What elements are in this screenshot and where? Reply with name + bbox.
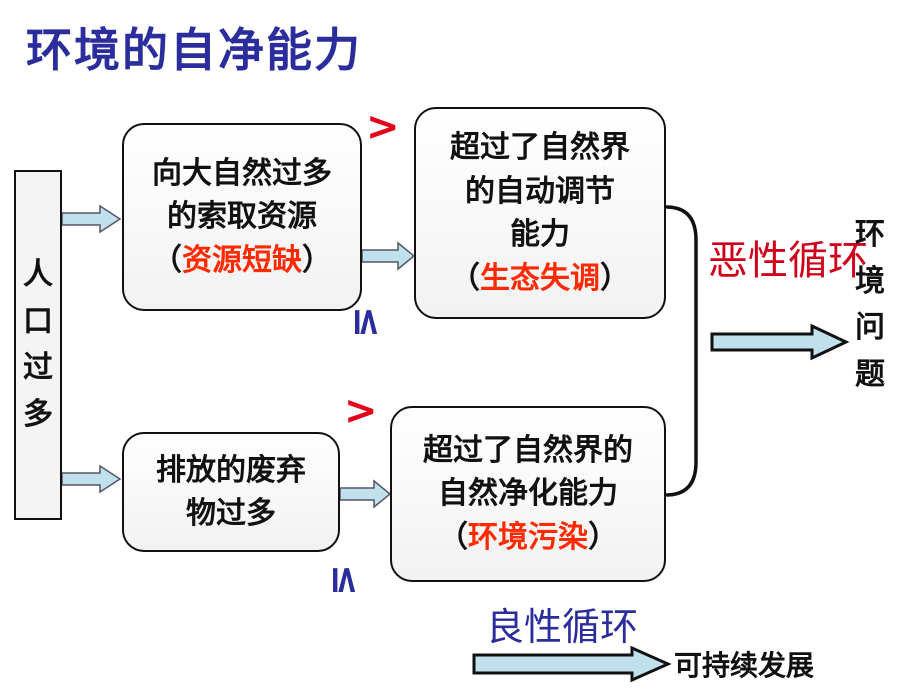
close-paren: ）: [600, 260, 630, 296]
close-paren: ）: [588, 519, 618, 555]
waste-excess-box: 排放的废弃 物过多: [122, 432, 340, 552]
population-char: 过: [23, 350, 53, 385]
greater-than-symbol-bottom: >: [344, 388, 378, 434]
resource-shortage-label: 资源短缺: [182, 242, 302, 278]
env-problem-char: 境: [855, 263, 885, 299]
exceed-regulation-box: 超过了自然界 的自动调节 能力 （生态失调）: [414, 107, 666, 319]
sustainable-development-label: 可持续发展: [674, 649, 815, 682]
population-char: 人: [23, 257, 53, 292]
arrow-population-to-resource: [61, 204, 122, 234]
less-equal-symbol-bottom: ≤: [323, 564, 368, 596]
resource-result: （资源短缺）: [152, 239, 332, 283]
purification-line-1: 超过了自然界的: [423, 432, 633, 468]
arrow-to-env-problem: [710, 323, 850, 361]
arrow-to-sustainable: [472, 645, 672, 683]
regulation-result: （生态失调）: [450, 257, 630, 301]
exceed-purification-box: 超过了自然界的 自然净化能力 （环境污染）: [390, 406, 666, 582]
vicious-cycle-label: 恶性循环: [708, 238, 868, 284]
open-paren: （: [152, 242, 182, 278]
arrow-waste-to-purification: [339, 479, 392, 509]
outcome-bracket: [665, 205, 698, 497]
purification-line-2: 自然净化能力: [438, 476, 618, 512]
arrow-resource-to-regulation: [361, 241, 416, 271]
open-paren: （: [438, 519, 468, 555]
resource-line-2: 的索取资源: [167, 199, 317, 235]
population-box: 人 口 过 多: [14, 170, 62, 520]
greater-than-symbol-top: >: [366, 104, 400, 150]
ecological-imbalance-label: 生态失调: [480, 260, 600, 296]
regulation-line-1: 超过了自然界: [450, 130, 630, 165]
virtuous-cycle-label: 良性循环: [486, 605, 639, 649]
arrow-population-to-waste: [61, 464, 122, 494]
env-problem-char: 环: [855, 217, 885, 252]
population-char: 多: [23, 396, 53, 432]
purification-result: （环境污染）: [438, 516, 618, 560]
pollution-label: 环境污染: [468, 519, 588, 555]
resource-overuse-box: 向大自然过多 的索取资源 （资源短缺）: [122, 123, 362, 311]
page-title: 环境的自净能力: [26, 23, 362, 77]
resource-line-1: 向大自然过多: [152, 155, 332, 191]
less-equal-symbol-top: ≤: [345, 306, 390, 338]
waste-line-1: 排放的废弃: [156, 452, 306, 488]
env-problem-char: 问: [855, 310, 885, 345]
regulation-line-3: 能力: [510, 217, 570, 252]
waste-line-2: 物过多: [186, 496, 276, 531]
env-problem-label: 环 境 问 题: [850, 212, 890, 398]
close-paren: ）: [302, 242, 332, 278]
open-paren: （: [450, 260, 480, 296]
regulation-line-2: 的自动调节: [465, 173, 615, 209]
env-problem-char: 题: [855, 356, 885, 392]
population-char: 口: [23, 303, 53, 339]
